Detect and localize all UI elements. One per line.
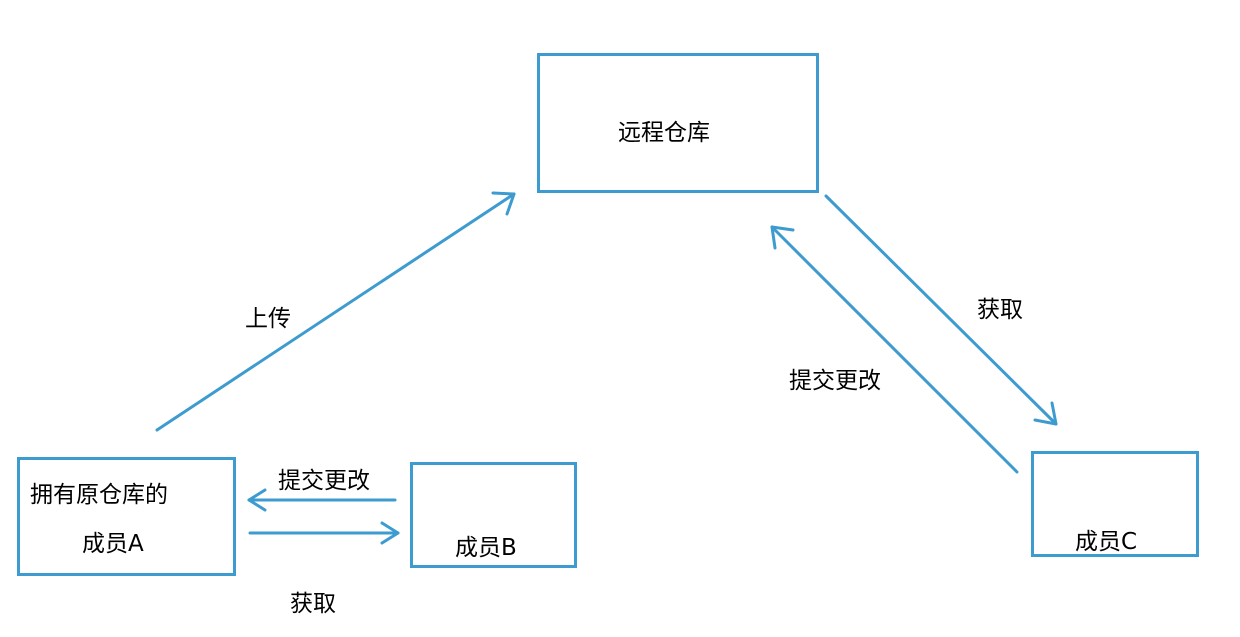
- arrow-fetch-remote-to-c: [824, 194, 1058, 426]
- arrow-submit-c-to-remote: [770, 225, 1019, 474]
- node-member-a-label-line1: 拥有原仓库的: [30, 482, 168, 508]
- edge-label-submit-c-to-remote: 提交更改: [789, 368, 881, 394]
- node-remote-repository: 远程仓库: [537, 53, 819, 193]
- edge-label-submit-b-to-a: 提交更改: [278, 468, 370, 494]
- arrow-submit-b-to-a: [247, 488, 397, 512]
- arrow-fetch-a-to-b: [248, 521, 400, 545]
- arrow-upload-a-to-remote: [155, 191, 516, 432]
- node-member-a: 拥有原仓库的 成员A: [17, 457, 236, 576]
- node-member-b-label: 成员B: [455, 535, 517, 561]
- edge-label-fetch-remote-to-c: 获取: [977, 297, 1023, 323]
- edge-label-upload: 上传: [245, 306, 291, 332]
- node-member-c-label: 成员C: [1075, 529, 1138, 555]
- node-member-c: 成员C: [1031, 451, 1199, 557]
- edge-label-fetch-a-to-b: 获取: [290, 591, 336, 617]
- node-remote-repository-label: 远程仓库: [618, 120, 710, 146]
- node-member-a-label-line2: 成员A: [82, 531, 144, 557]
- node-member-b: 成员B: [410, 462, 577, 568]
